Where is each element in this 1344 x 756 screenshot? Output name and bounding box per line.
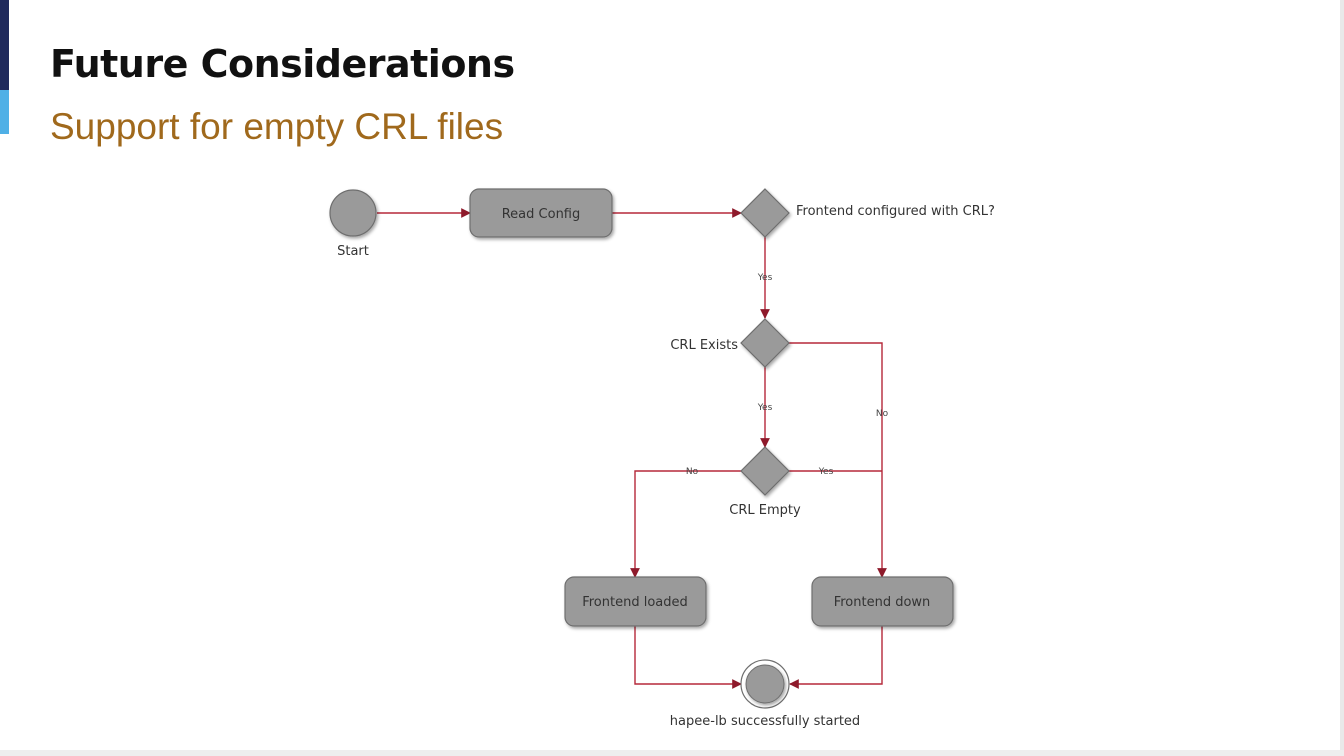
edge-crl-empty-no bbox=[630, 470, 741, 578]
decision-crl-exists-label: CRL Exists bbox=[670, 338, 738, 353]
frontend-loaded-label: Frontend loaded bbox=[582, 595, 688, 610]
edge-label-crl-empty-yes: Yes bbox=[818, 467, 834, 477]
frontend-down-node bbox=[811, 576, 954, 627]
edge-label-crl-exists-yes: Yes bbox=[757, 403, 773, 413]
slide-title: Future Considerations bbox=[50, 42, 515, 86]
end-node-label: hapee-lb successfully started bbox=[670, 714, 860, 729]
decision-crl-empty-label: CRL Empty bbox=[729, 503, 801, 518]
edge-label-crl-exists-no: No bbox=[876, 409, 889, 419]
edge-label-configured-yes: Yes bbox=[757, 273, 773, 283]
read-config-label: Read Config bbox=[502, 207, 581, 222]
end-node bbox=[745, 664, 785, 704]
slide-right-edge bbox=[1340, 0, 1344, 756]
edge-label-crl-empty-no: No bbox=[686, 467, 699, 477]
decision-frontend-crl-node bbox=[740, 188, 790, 238]
slide-accent-bar-light bbox=[0, 90, 9, 134]
decision-crl-exists-node bbox=[740, 318, 790, 368]
edge-loaded-to-end bbox=[634, 626, 742, 689]
edge-down-to-end bbox=[789, 626, 883, 689]
frontend-loaded-node bbox=[564, 576, 707, 627]
read-config-node bbox=[469, 188, 613, 238]
flowchart-edges bbox=[377, 208, 887, 689]
start-node bbox=[329, 189, 377, 237]
start-node-label: Start bbox=[337, 244, 369, 259]
decision-frontend-crl-label: Frontend configured with CRL? bbox=[796, 204, 995, 219]
slide-bottom-edge bbox=[0, 750, 1344, 756]
decision-crl-empty-node bbox=[740, 446, 790, 496]
slide-subtitle: Support for empty CRL files bbox=[50, 106, 504, 147]
frontend-down-label: Frontend down bbox=[834, 595, 931, 610]
edge-crl-exists-no bbox=[789, 342, 887, 578]
slide-accent-bar-dark bbox=[0, 0, 9, 90]
